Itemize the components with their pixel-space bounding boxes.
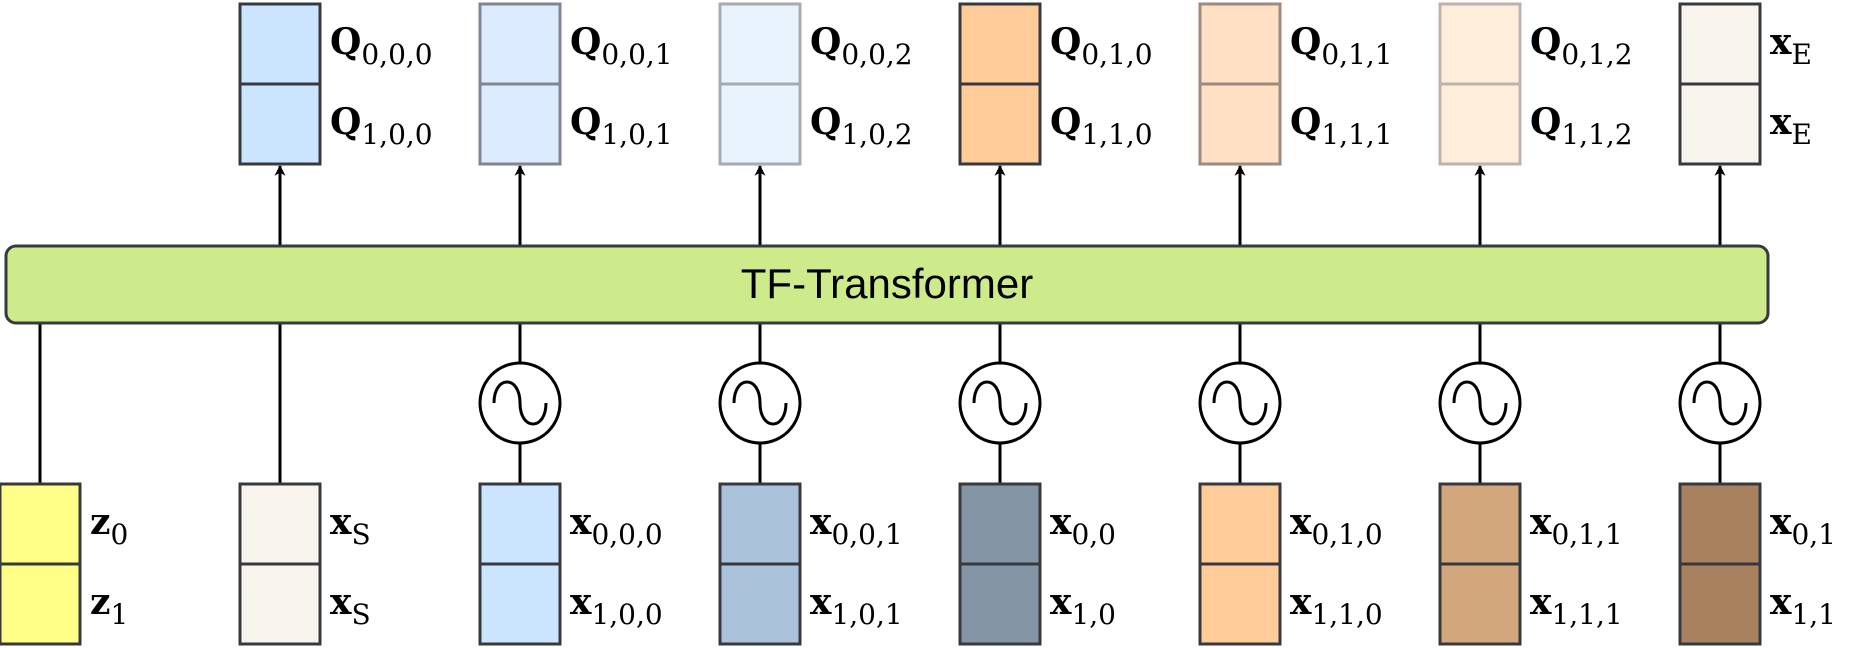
sine-wave-icon (732, 380, 788, 426)
token-label: Q0,1,1 (1290, 21, 1393, 71)
input-tokens: z0 z1 xS xS x0,0,0 x1,0,0 x0,0,1 x1,0,1 x0,0 x1,0… (0, 323, 1836, 646)
token-cell-top (478, 482, 562, 566)
token-label: Q1,1,0 (1050, 101, 1153, 151)
sine-wave-icon (1692, 380, 1748, 426)
token-box: x0,0 x1,0 (958, 482, 1116, 646)
token-box: Q0,1,0Q1,1,0 (958, 2, 1153, 166)
token-label: Q0,0,0 (330, 21, 433, 71)
token-label: Q1,0,0 (330, 101, 433, 151)
token-cell-bottom (238, 82, 322, 166)
token-box: Q0,0,2Q1,0,2 (718, 2, 913, 166)
token-box: Q0,1,1Q1,1,1 (1198, 2, 1393, 166)
token-cell-bottom (1678, 82, 1762, 166)
token-cell-bottom (478, 82, 562, 166)
token-label: x0,0 (1050, 501, 1116, 551)
token-box: x0,0,1 x1,0,1 (718, 482, 903, 646)
token-label: Q0,1,0 (1050, 21, 1153, 71)
token-cell-top (238, 2, 322, 86)
sine-wave-icon (1452, 380, 1508, 426)
token-cell-top (718, 482, 802, 566)
token-box: Q0,0,1Q1,0,1 (478, 2, 673, 166)
token-label: z0 (90, 501, 128, 551)
sine-wave-icon (1212, 380, 1268, 426)
token-cell-bottom (1198, 82, 1282, 166)
token-label: x0,0,1 (810, 501, 903, 551)
token-cell-top (1438, 482, 1522, 566)
token-cell-top (478, 2, 562, 86)
token-cell-top (1198, 2, 1282, 86)
token-cell-bottom (958, 562, 1042, 646)
token-label: z1 (90, 581, 128, 631)
token-box: Q0,1,2Q1,1,2 (1438, 2, 1633, 166)
token-cell-top (958, 2, 1042, 86)
token-cell-bottom (1198, 562, 1282, 646)
token-cell-top (0, 482, 82, 566)
token-label: Q1,1,2 (1530, 101, 1633, 151)
token-label: xE (1770, 21, 1812, 71)
token-cell-top (1678, 2, 1762, 86)
token-cell-bottom (478, 562, 562, 646)
token-box: x0,0,0 x1,0,0 (478, 482, 663, 646)
token-cell-top (1678, 482, 1762, 566)
token-label: x1,0,0 (570, 581, 663, 631)
token-cell-top (238, 482, 322, 566)
token-box: xS xS (238, 482, 371, 646)
token-cell-bottom (718, 562, 802, 646)
token-label: x1,1,1 (1530, 581, 1623, 631)
token-box: z0 z1 (0, 482, 128, 646)
token-label: x1,1,0 (1290, 581, 1383, 631)
token-box: x0,1,1 x1,1,1 (1438, 482, 1623, 646)
token-label: xE (1770, 101, 1812, 151)
token-cell-bottom (1438, 82, 1522, 166)
token-label: x0,1 (1770, 501, 1836, 551)
transformer-box (4, 244, 1770, 325)
transformer-label: TF-Transformer (741, 260, 1033, 307)
token-label: x1,0,1 (810, 581, 903, 631)
token-label: Q0,0,2 (810, 21, 913, 71)
token-box: x0,1,0 x1,1,0 (1198, 482, 1383, 646)
token-label: Q0,0,1 (570, 21, 673, 71)
token-cell-top (1198, 482, 1282, 566)
token-label: Q1,0,1 (570, 101, 673, 151)
token-cell-bottom (1438, 562, 1522, 646)
token-cell-bottom (238, 562, 322, 646)
token-cell-bottom (1678, 562, 1762, 646)
token-box: x0,1 x1,1 (1678, 482, 1836, 646)
token-cell-bottom (958, 82, 1042, 166)
token-cell-top (958, 482, 1042, 566)
token-cell-bottom (718, 82, 802, 166)
token-cell-top (1438, 2, 1522, 86)
token-label: Q1,1,1 (1290, 101, 1393, 151)
token-label: x0,1,0 (1290, 501, 1383, 551)
token-label: x0,1,1 (1530, 501, 1623, 551)
token-label: xS (330, 501, 371, 551)
token-label: x1,0 (1050, 581, 1116, 631)
token-label: xS (330, 581, 371, 631)
token-box: Q0,0,0Q1,0,0 (238, 2, 433, 166)
token-label: Q1,0,2 (810, 101, 913, 151)
token-label: x1,1 (1770, 581, 1836, 631)
token-cell-bottom (0, 562, 82, 646)
token-label: x0,0,0 (570, 501, 663, 551)
output-tokens: Q0,0,0Q1,0,0 Q0,0,1Q1,0,1 Q0,0,2Q1,0,2 Q0,1… (238, 2, 1812, 246)
sine-wave-icon (972, 380, 1028, 426)
token-label: Q0,1,2 (1530, 21, 1633, 71)
token-cell-top (718, 2, 802, 86)
transformer-block: TF-Transformer (4, 244, 1770, 325)
token-box: xE xE (1678, 2, 1812, 166)
sine-wave-icon (492, 380, 548, 426)
